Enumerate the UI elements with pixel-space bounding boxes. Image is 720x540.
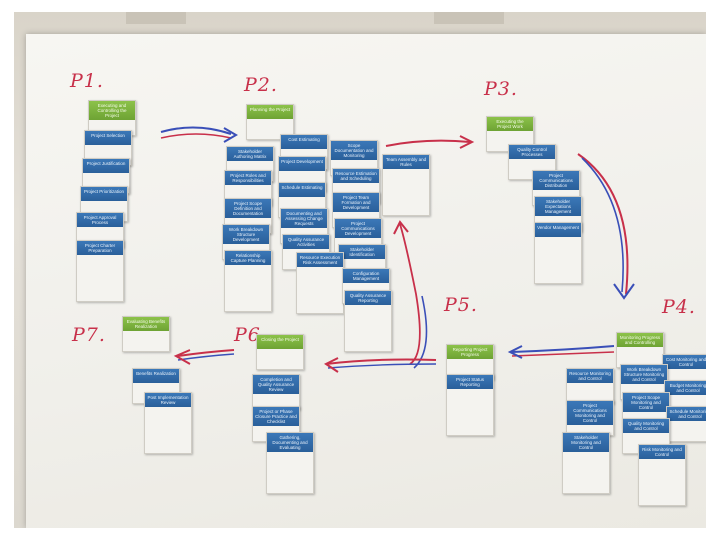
card: Schedule Monitoring and Control xyxy=(666,406,706,442)
card: Completion and Quality Assurance Review xyxy=(252,374,300,410)
tape-strip xyxy=(434,12,504,24)
arrows-layer xyxy=(160,126,635,373)
phase-label-4: P4. xyxy=(662,296,696,318)
tape-strip xyxy=(126,12,186,24)
card: Gathering, Documenting and Evaluating xyxy=(266,432,314,494)
card: Resource Monitoring and Control xyxy=(566,368,614,404)
card-p4-header: Monitoring Progress and Controlling xyxy=(616,332,664,368)
card: Vendor Management xyxy=(534,222,582,284)
phase-label-7: P7. xyxy=(72,324,106,346)
card: Project Status Reporting xyxy=(446,374,494,436)
phase-label-3: P3. xyxy=(484,78,518,100)
phase-label-1: P1. xyxy=(70,70,104,92)
phase-label-5: P5. xyxy=(444,294,478,316)
card-p7-header: Evaluating Benefits Realization xyxy=(122,316,170,352)
card-p2-header: Planning the Project xyxy=(246,104,294,140)
card: Quality Assurance Reporting xyxy=(344,290,392,352)
card: Post Implementation Review xyxy=(144,392,192,454)
card: Team Assembly and Rules xyxy=(382,154,430,216)
card-p6-header: Closing the Project xyxy=(256,334,304,370)
card: Resource Execution Risk Assessment xyxy=(296,252,344,314)
card: Risk Monitoring and Control xyxy=(638,444,686,506)
card: Relationship Capture Planning xyxy=(224,250,272,312)
card: Stakeholder Monitoring and Control xyxy=(562,432,610,494)
phase-label-2: P2. xyxy=(244,74,278,96)
photo: P1. P2. P3. P4. P5. P6. P7. xyxy=(14,12,706,528)
card: Project Charter Preparation xyxy=(76,240,124,302)
paper-sheet: P1. P2. P3. P4. P5. P6. P7. xyxy=(26,34,706,528)
card: Project Communications Monitoring and Co… xyxy=(566,400,614,436)
